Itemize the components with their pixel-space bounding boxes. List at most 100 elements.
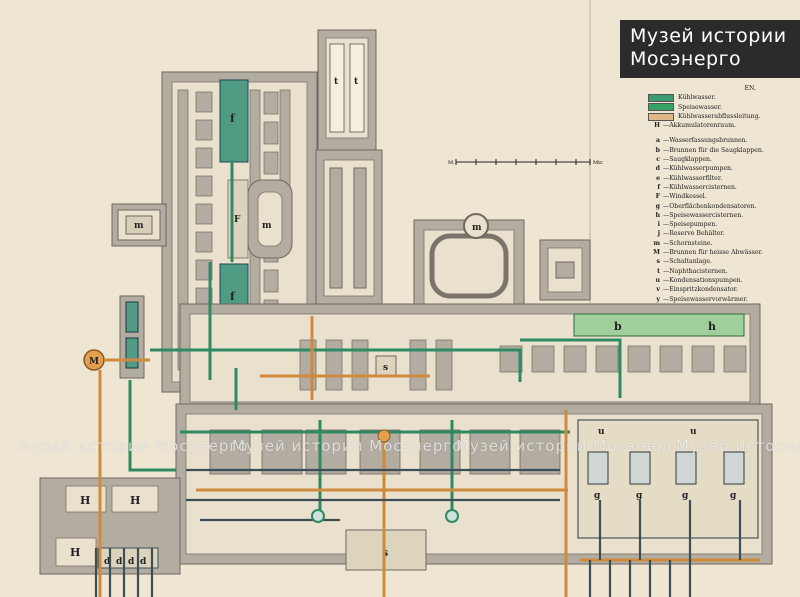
label-f-1: f [230,112,236,125]
logo-line-1: Музей истории [630,25,787,47]
watermark-3: Музей истории Мосэнерго [456,437,687,455]
legend-swatch-feed [648,103,674,112]
legend-item-key: b [655,146,660,154]
legend-item-key: e [656,174,660,182]
legend-item-key: u [655,276,661,284]
label-g-2: g [636,491,643,501]
label-g-3: g [682,491,689,501]
label-h: h [708,320,716,333]
legend-item-text: Brunnen für heisse Abwässer. [669,249,763,257]
legend-item-text: Kondensationspumpen. [669,276,743,284]
legend-item: u— Kondensationspumpen. [648,276,796,285]
label-m-right: m [472,223,482,233]
left-chimney-wing: m [111,203,167,247]
watermark-2: Музей истории Мосэнерго [232,437,463,455]
legend-item-text: Saugklappen. [669,156,713,164]
legend-item: H— Akkumulatorenraum. [648,121,796,130]
legend-item-key: M [653,249,660,257]
legend-header-text: EN. [744,85,756,92]
legend-item-key: H [654,122,660,130]
legend-item-key: i [657,221,660,229]
legend-item-text: Akkumulatorenraum. [669,122,736,130]
label-d-4: d [140,557,147,567]
watermark-4: Музей истории Мосэнерго [676,437,800,455]
legend-item-key: j [657,230,660,238]
legend-item: m— Schornsteine. [648,239,796,248]
label-d-2: d [116,557,123,567]
legend-item-text: Speisewassercisternen. [669,211,744,219]
pipe-network [94,160,760,597]
legend-item: g— Oberflächenkondensatoren. [648,202,796,211]
hot-water-well: M [83,349,105,371]
legend-item: F— Windkessel. [648,192,796,201]
legend-item-key: f [657,183,660,191]
legend-item-key: c [656,156,660,164]
label-u-2: u [690,427,697,437]
legend-swatch-row: Speisewasser. [648,103,796,112]
label-H-1: H [80,494,90,507]
legend-item-text: Schaltanlage. [669,258,712,266]
legend-header: EN. [648,84,796,93]
pump-gallery: s b h [179,303,761,411]
chimney-m-right [463,213,489,239]
legend-item: i— Speisepumpen. [648,220,796,229]
legend-item: c— Saugklappen. [648,155,796,164]
naphtha-cistern-block: t t [317,29,377,151]
legend-item-text: Kühlwasserpumpen. [669,165,733,173]
legend-item-key: h [655,211,661,219]
label-s-small: s [383,363,388,373]
legend-item-text: Reserve Behälter. [669,230,725,238]
legend-item: b— Brunnen für die Saugklappen. [648,146,796,155]
legend-item-text: Kühlwassercisternen. [669,183,737,191]
label-M: M [89,357,99,367]
legend-item-text: Speisepumpen. [669,221,718,229]
legend-item: a— Wasserfassungsbrunnen. [648,136,796,145]
legend-swatch-label: Speisewasser. [678,103,722,111]
legend-swatch-label: Kühlwasserabflussleitung. [678,112,761,120]
legend-swatch-row: Kühlwasserabflussleitung. [648,112,796,121]
museum-logo: Музей истории Мосэнерго [620,20,800,78]
legend-item-text: Einspritzkondensator. [669,286,738,294]
accumulator-rooms: H H H d d d d [39,477,181,575]
label-H-2: H [130,494,140,507]
legend-item: j— Reserve Behälter. [648,229,796,238]
legend-item-text: Kühlwasserfilter. [669,174,723,182]
legend-item: s— Schaltanlage. [648,257,796,266]
right-chimney-block: m [413,213,591,315]
legend-swatch-cooling [648,93,674,102]
legend-item-text: Speisewasservorwärmer. [669,295,748,303]
label-t-2: t [354,77,359,87]
legend-item-text: Naphthacisternen. [669,267,728,275]
legend-item-text: Brunnen für die Saugklappen. [669,146,764,154]
legend-item-key: y [656,295,660,303]
cooling-cistern-f-1 [219,79,249,163]
legend-item-key: F [655,193,660,201]
label-f-2: f [230,290,236,303]
legend-item-text: Windkessel. [669,193,707,201]
legend-item-key: t [657,267,660,275]
label-d-3: d [128,557,135,567]
label-g-4: g [730,491,737,501]
middle-block [315,149,383,307]
legend-item: v— Einspritzkondensator. [648,285,796,294]
legend-item-key: d [655,165,660,173]
legend-item-text: Oberflächenkondensatoren. [669,202,757,210]
legend-item: e— Kühlwasserfilter. [648,174,796,183]
legend-item-text: Schornsteine. [669,239,713,247]
legend-swatch-row: Kühlwasser. [648,93,796,102]
engine-hall: g g g g u u s [175,403,773,571]
label-H-3: H [70,546,80,559]
label-d-1: d [104,557,111,567]
watermark-1: Музей истории Мосэнерго [18,437,249,455]
legend-item: y— Speisewasservorwärmer. [648,295,796,304]
legend-item: h— Speisewassercisternen. [648,211,796,220]
pump-shaft-left [119,295,145,379]
legend-item-key: g [655,202,660,210]
legend-item-key: m [653,239,660,247]
scale-right-label: Mtr. [593,160,604,166]
label-u-1: u [598,427,605,437]
legend-item: t— Naphthacisternen. [648,267,796,276]
legend-swatch-label: Kühlwasser. [678,94,716,102]
legend-item: f— Kühlwassercisternen. [648,183,796,192]
